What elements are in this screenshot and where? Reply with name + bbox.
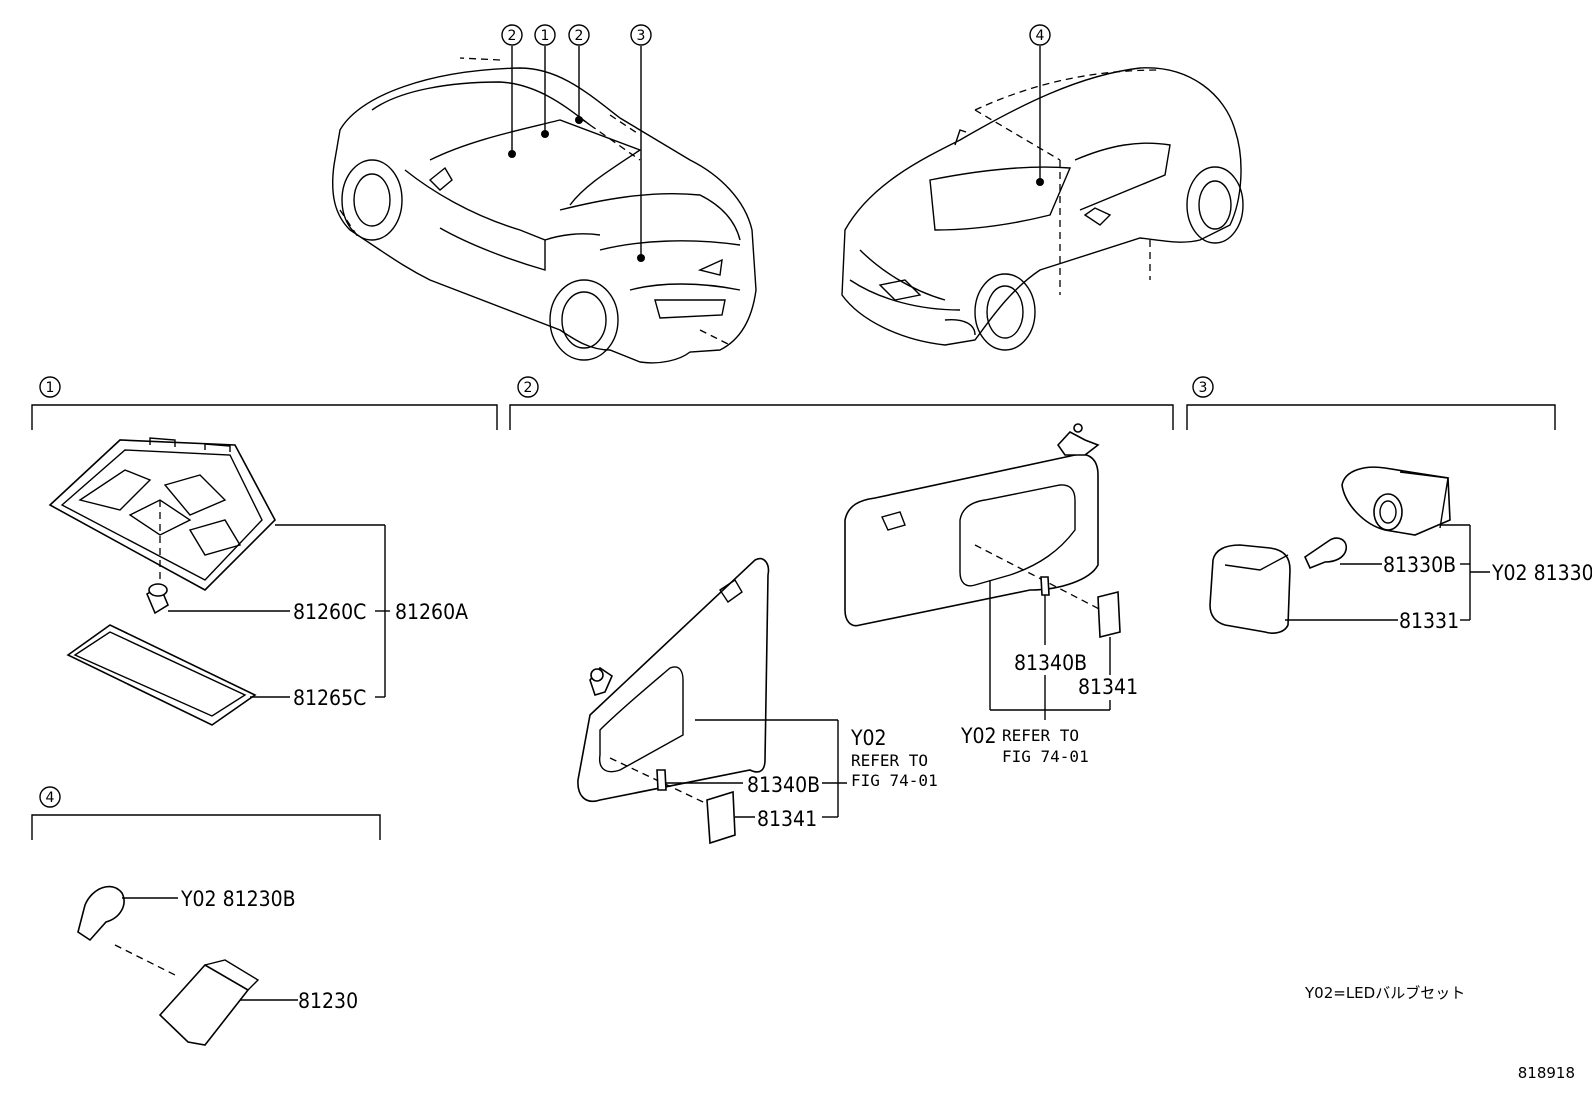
section-brackets: 1 2 3 4: [31, 376, 1556, 840]
legend-note: Y02=LEDバルブセット: [1304, 984, 1465, 1002]
part-number-81265C: 81265C: [293, 686, 366, 710]
map-lamp-assembly: 81260C 81260A 81265C: [48, 437, 468, 726]
sun-visor-right-assembly: 81340B 81341 Y02 REFER TO FIG 74-01: [844, 423, 1138, 766]
callout-label: 2: [508, 28, 517, 44]
part-number-81330B: 81330B: [1383, 553, 1456, 577]
part-number-81260C: 81260C: [293, 600, 366, 624]
callout-label: 4: [1036, 28, 1045, 44]
section-3-label: 3: [1199, 380, 1208, 396]
part-number-81330: Y02 81330: [1491, 561, 1592, 585]
section-4-label: 4: [46, 790, 55, 806]
refer-to-left-line2: FIG 74-01: [851, 771, 938, 790]
part-number-81340B-left: 81340B: [747, 773, 820, 797]
luggage-lamp-assembly: 81330B Y02 81330 81331: [1209, 466, 1592, 634]
part-number-81331: 81331: [1399, 609, 1459, 633]
part-number-81230: 81230: [298, 989, 358, 1013]
callout-label: 3: [637, 28, 646, 44]
y02-left: Y02: [850, 726, 887, 750]
part-number-81230B: Y02 81230B: [180, 887, 296, 911]
section-2-label: 2: [524, 380, 533, 396]
car-front-view-illustration: 4: [841, 24, 1244, 351]
sun-visor-left-assembly: 81340B 81341 Y02 REFER TO FIG 74-01: [577, 557, 938, 845]
part-number-81340B-right: 81340B: [1014, 651, 1087, 675]
part-number-81260A: 81260A: [395, 600, 468, 624]
part-number-81341-left: 81341: [757, 807, 817, 831]
callout-label: 1: [541, 28, 550, 44]
figure-number: 818918: [1518, 1064, 1575, 1082]
refer-to-right-line2: FIG 74-01: [1002, 747, 1089, 766]
section-1-label: 1: [46, 380, 55, 396]
part-number-81341-right: 81341: [1078, 675, 1138, 699]
callout-label: 2: [575, 28, 584, 44]
y02-right: Y02: [960, 724, 997, 748]
courtesy-lamp-assembly: Y02 81230B 81230: [77, 885, 358, 1046]
refer-to-right-line1: REFER TO: [1002, 726, 1079, 745]
car-rear-view-illustration: 2 1 2 3: [331, 24, 757, 364]
refer-to-left-line1: REFER TO: [851, 751, 928, 770]
